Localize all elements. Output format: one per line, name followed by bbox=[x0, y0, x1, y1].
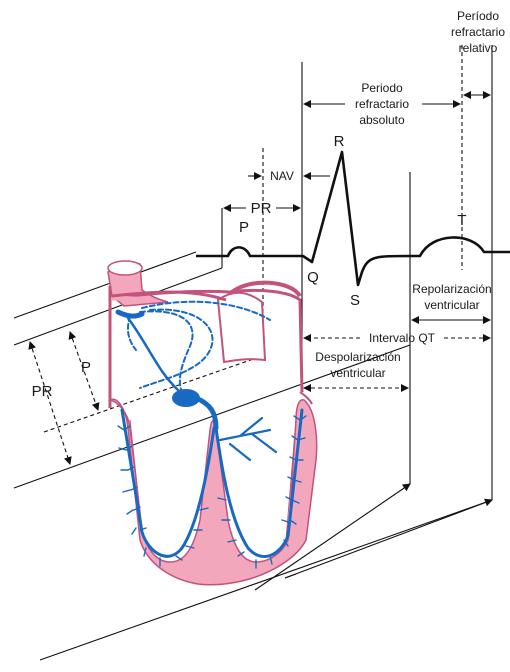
depolarization-label-1: Despolarización bbox=[315, 350, 400, 364]
nav-label: NAV bbox=[270, 169, 294, 183]
absolute-refractory-label-3: absoluto bbox=[359, 113, 405, 127]
s-wave-label: S bbox=[350, 292, 360, 309]
depolarization-label-2: ventricular bbox=[330, 366, 385, 380]
internodal-pathway-4 bbox=[140, 310, 213, 388]
absolute-refractory-label-2: refractario bbox=[355, 97, 409, 111]
r-wave-label: R bbox=[334, 133, 345, 150]
projection-line-qt bbox=[285, 500, 492, 578]
p-left-label: P bbox=[81, 359, 91, 376]
absolute-refractory-label-1: Periodo bbox=[361, 81, 403, 95]
projection-line-mid-dashed bbox=[44, 356, 262, 432]
relative-refractory-label-1: Período bbox=[457, 9, 499, 23]
pr-left-arrow bbox=[30, 342, 70, 464]
labels: Período refractario relativo Periodo ref… bbox=[32, 9, 506, 400]
left-anterior-fascicle bbox=[220, 418, 276, 460]
relative-refractory-label-3: relativo bbox=[459, 41, 498, 55]
pr-top-label: PR bbox=[251, 200, 272, 217]
repolarization-label-2: ventricular bbox=[424, 298, 479, 312]
projection-line-p-start bbox=[14, 252, 196, 318]
repolarization-label-1: Repolarización bbox=[412, 282, 491, 296]
q-wave-label: Q bbox=[307, 269, 319, 286]
pr-left-label: PR bbox=[32, 383, 53, 400]
relative-refractory-label-2: refractario bbox=[451, 25, 505, 39]
vessel-opening bbox=[108, 261, 142, 275]
heart-illustration bbox=[108, 261, 317, 585]
t-wave-label: T bbox=[457, 212, 466, 229]
projection-line-lower bbox=[40, 500, 492, 660]
internodal-pathway-1 bbox=[128, 318, 180, 392]
p-wave-label: P bbox=[239, 219, 249, 236]
qt-interval-label: Intervalo QT bbox=[369, 331, 436, 345]
atrial-septum bbox=[218, 293, 265, 362]
